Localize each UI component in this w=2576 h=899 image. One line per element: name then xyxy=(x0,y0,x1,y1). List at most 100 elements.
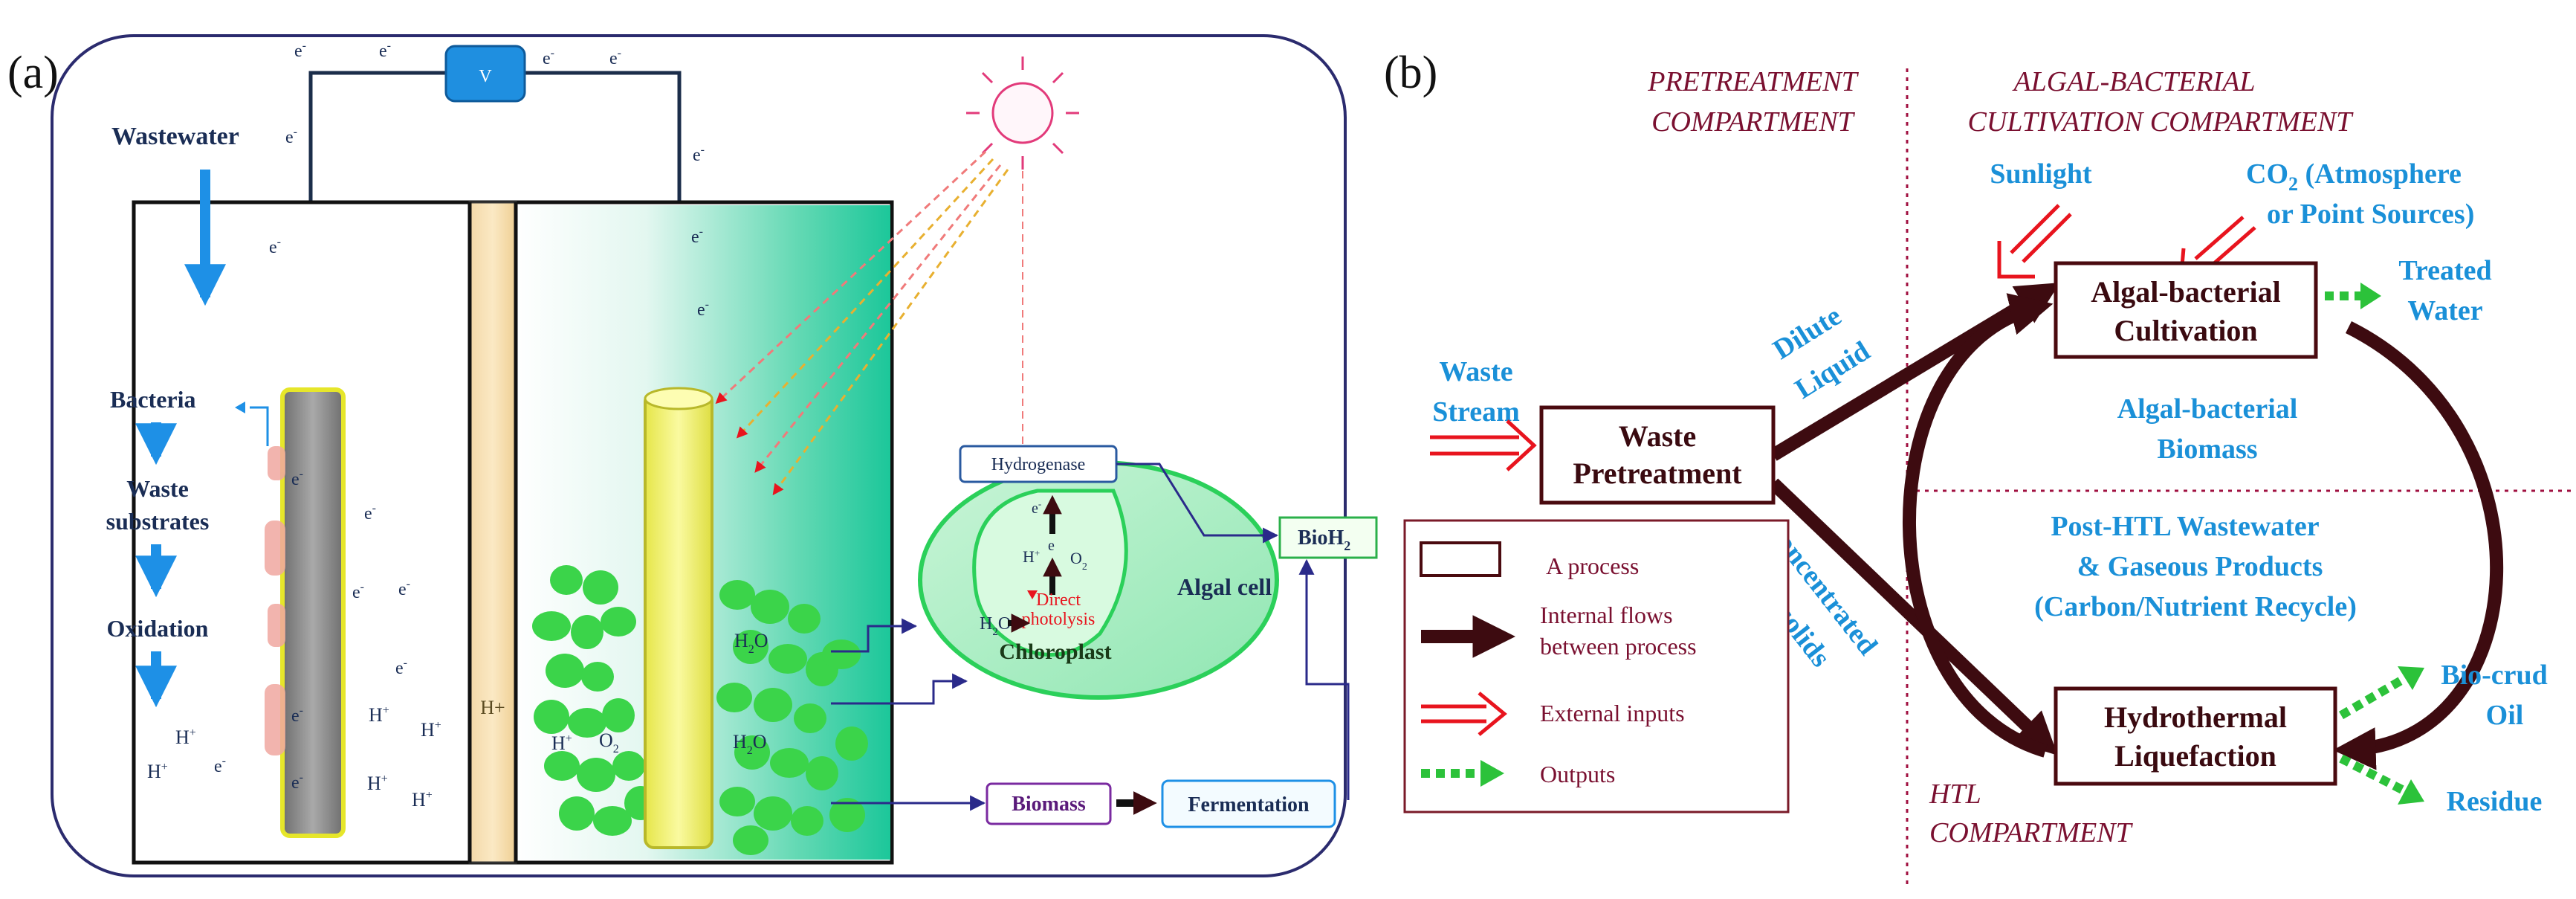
algae-cell xyxy=(612,751,645,781)
waste-stream-input-arrow xyxy=(1430,419,1537,471)
svg-text:e-: e- xyxy=(1032,498,1041,517)
svg-text:e-: e- xyxy=(609,47,621,68)
htl-box xyxy=(2054,686,2337,786)
svg-text:O2: O2 xyxy=(1070,549,1087,573)
htl-label-2: Liquefaction xyxy=(2114,739,2276,773)
panel-b-label: (b) xyxy=(1384,48,1437,98)
algal-biomass-label-2: Biomass xyxy=(2157,434,2257,465)
algal-cultivation-label-2: Cultivation xyxy=(2114,314,2257,347)
bioh2-label: BioH2 xyxy=(1298,526,1350,553)
algal-cultivation-box xyxy=(2054,261,2318,359)
waste-pretreatment-label-1: Waste xyxy=(1619,419,1696,453)
algae-cell xyxy=(754,796,792,831)
algae-cell xyxy=(568,708,606,738)
treated-water-label-2: Water xyxy=(2407,295,2482,326)
h2o-into-chloroplast: H2O xyxy=(980,614,1011,638)
legend-external-swatch xyxy=(1421,692,1507,736)
svg-text:e-: e- xyxy=(691,225,703,247)
algae-cell xyxy=(593,806,632,836)
svg-text:H+: H+ xyxy=(369,704,389,726)
biomass-to-htl-flow xyxy=(2332,320,2503,770)
biomass-label: Biomass xyxy=(1012,793,1086,816)
co2-label-1: CO2 (Atmosphere xyxy=(2246,158,2462,195)
bioh2-box xyxy=(1278,516,1378,559)
algal-compartment-title-1: ALGAL-BACTERIAL xyxy=(2011,66,2255,97)
panel-a-frame xyxy=(51,34,1347,877)
post-htl-label-2: & Gaseous Products xyxy=(2077,551,2323,582)
fermentation-to-bioh2-arrow xyxy=(1298,558,1350,800)
sunlight-input-arrow xyxy=(1997,204,2072,279)
algae-cell xyxy=(719,580,755,610)
o2-label: O2 xyxy=(599,729,619,755)
water-to-chloroplast-arrow xyxy=(831,673,968,705)
fermentation-box xyxy=(1161,779,1336,828)
svg-text:H+: H+ xyxy=(412,789,433,811)
h2o-label-2: H2O xyxy=(733,731,767,757)
recycle-flow xyxy=(1903,293,2054,758)
residue-output-arrow xyxy=(2339,754,2407,796)
svg-text:e-: e- xyxy=(291,771,303,793)
svg-text:e-: e- xyxy=(697,298,709,320)
oxidation-label: Oxidation xyxy=(107,615,209,642)
biomass-box xyxy=(986,782,1112,825)
internal-flow-arrows xyxy=(1768,283,2503,770)
post-htl-label-3: (Carbon/Nutrient Recycle) xyxy=(2034,591,2357,622)
cathode-electrode xyxy=(644,391,713,849)
waste-pretreatment-box xyxy=(1539,405,1776,505)
algae-cell xyxy=(583,570,618,605)
post-htl-label-1: Post-HTL Wastewater xyxy=(2051,511,2319,542)
algae-cell xyxy=(768,644,807,674)
algae-cell xyxy=(734,735,770,770)
treated-water-label-1: Treated xyxy=(2398,255,2491,286)
algae-cell xyxy=(794,703,826,733)
algae-cell xyxy=(791,806,823,836)
svg-text:e-: e- xyxy=(398,578,410,599)
svg-text:e-: e- xyxy=(693,144,705,165)
legend: A process Internal flows between process… xyxy=(1403,519,1790,813)
htl-compartment-title-2: COMPARTMENT xyxy=(1929,817,2134,848)
waste-substrates-label-2: substrates xyxy=(106,508,210,535)
svg-text:e-: e- xyxy=(395,657,407,678)
light-rays xyxy=(715,150,1023,496)
svg-text:e-: e- xyxy=(291,704,303,726)
algae-cell xyxy=(559,796,595,831)
algae-cell xyxy=(581,662,614,692)
algae-cell xyxy=(544,751,580,781)
algae-cell xyxy=(546,654,584,688)
legend-process-swatch xyxy=(1420,541,1501,577)
membrane-label: H+ xyxy=(480,697,505,718)
svg-text:e-: e- xyxy=(269,236,281,257)
sun-icon xyxy=(966,57,1079,170)
svg-text:H+: H+ xyxy=(421,719,441,741)
hydrogenase-label: Hydrogenase xyxy=(991,455,1086,474)
algae-cell xyxy=(788,604,821,634)
direct-photolysis-label-2: photolysis xyxy=(1022,610,1096,629)
algae-cell xyxy=(733,630,768,664)
bacteria-pointer xyxy=(250,406,269,446)
h2o-label-1: H2O xyxy=(734,630,768,656)
algae-cell xyxy=(571,615,603,649)
waste-substrates-label-1: Waste xyxy=(126,475,189,502)
chloroplast-contents: e- H+ e O2 xyxy=(1023,494,1087,599)
co2-label-2: or Point Sources) xyxy=(2267,199,2474,230)
legend-internal-label-2: between process xyxy=(1540,633,1697,660)
algae-cell xyxy=(770,748,809,778)
algae-cell xyxy=(602,698,635,732)
algal-compartment-title-2: CULTIVATION COMPARTMENT xyxy=(1968,106,2355,138)
htl-compartment-title-1: HTL xyxy=(1929,779,1981,810)
algae-cell xyxy=(716,683,752,712)
legend-output-label: Outputs xyxy=(1540,761,1615,787)
svg-text:e-: e- xyxy=(214,755,226,776)
biofilm xyxy=(265,446,285,755)
algal-cultivation-label-1: Algal-bacterial xyxy=(2091,275,2281,309)
pretreatment-compartment-title-1: PRETREATMENT xyxy=(1647,66,1859,97)
waste-pretreatment-label-2: Pretreatment xyxy=(1573,457,1742,490)
svg-text:e: e xyxy=(1048,538,1055,554)
svg-text:e-: e- xyxy=(379,39,391,61)
fermentation-label: Fermentation xyxy=(1188,793,1310,816)
svg-text:H+: H+ xyxy=(147,761,168,782)
panel-a-label: (a) xyxy=(7,48,59,98)
algae-cell xyxy=(751,590,789,624)
